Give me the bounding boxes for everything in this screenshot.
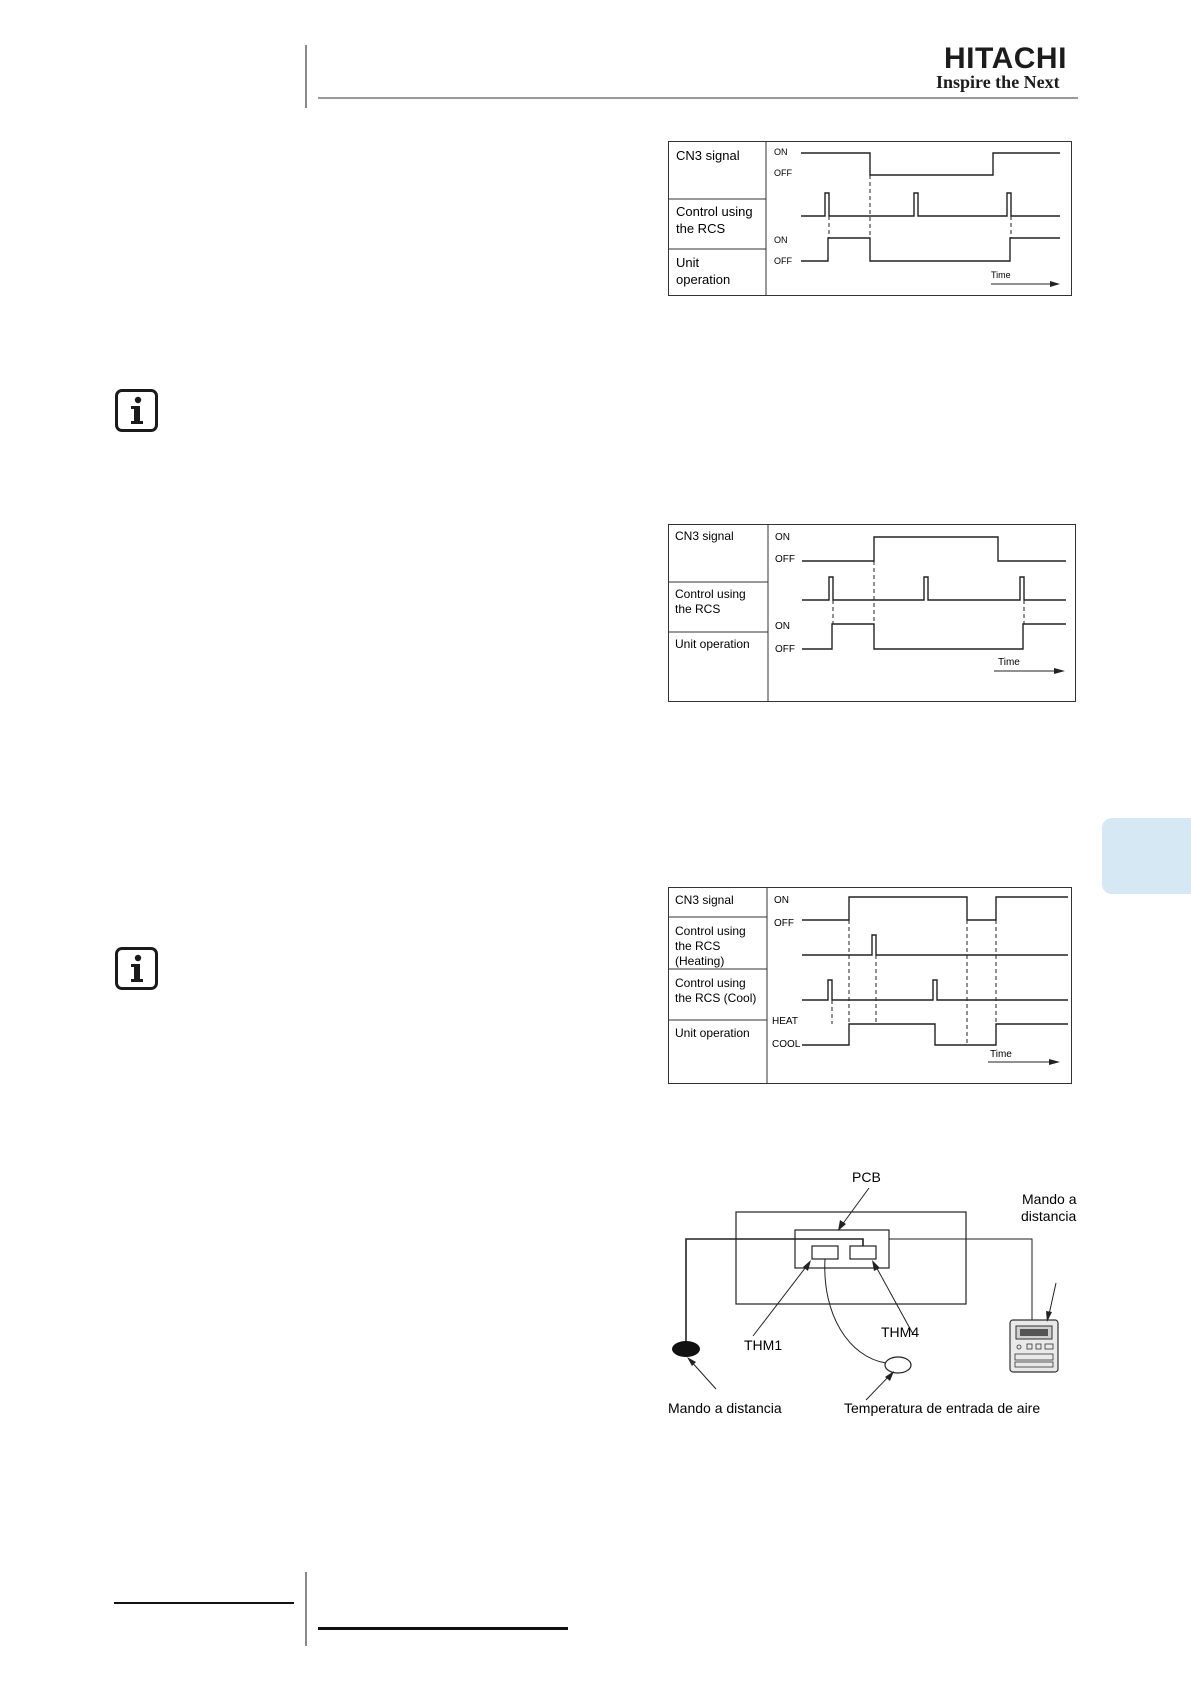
time-label: Time (998, 657, 1020, 668)
row-label-cool-2: the RCS (Cool) (675, 991, 756, 1005)
footer-rule-long (318, 1627, 568, 1630)
pcb-arrow-icon (838, 1220, 846, 1231)
thm4-label: THM4 (881, 1324, 919, 1340)
brand-tagline: Inspire the Next (936, 72, 1060, 92)
brand-logo: HITACHI (944, 42, 1067, 75)
time-label: Time (990, 1049, 1012, 1060)
time-arrow-icon (1050, 281, 1060, 287)
thm4-wire (685, 1238, 864, 1345)
sensor-wiring-diagram: PCB Mando a distancia (664, 1165, 1084, 1430)
level-heat: HEAT (772, 1016, 798, 1027)
thm1-connector (811, 1245, 839, 1260)
air-inlet-thermistor (884, 1356, 912, 1374)
level-off: OFF (775, 644, 795, 655)
unit-operation-trace (801, 237, 1060, 262)
thm1-label: THM1 (744, 1337, 782, 1353)
time-label: Time (991, 270, 1011, 280)
level-on: ON (774, 895, 789, 906)
row-label-heating-2: the RCS (675, 939, 720, 953)
thm1-arrow-icon (803, 1260, 811, 1271)
row-label-cool: Control using (675, 976, 746, 990)
header-horizontal-rule (318, 97, 1078, 99)
pcb-label: PCB (852, 1169, 881, 1185)
footer-vertical-rule (305, 1572, 307, 1646)
row-label-unit: Unit (676, 255, 700, 270)
remote-label-top-2: distancia (1021, 1208, 1076, 1224)
row-label-cn3: CN3 signal (675, 893, 734, 907)
rcs-control-trace (802, 576, 1066, 601)
row-label-control-2: the RCS (676, 221, 725, 236)
row-label-control-2: the RCS (675, 602, 720, 616)
rcs-heating-trace (802, 934, 1068, 956)
pcb-board (794, 1229, 890, 1269)
level-off: OFF (774, 168, 792, 178)
row-label-unit: Unit operation (675, 1026, 750, 1040)
timing-diagram-3: CN3 signal Control using the RCS (Heatin… (668, 887, 1074, 1092)
info-icon (115, 947, 158, 990)
row-label-cn3: CN3 signal (675, 529, 734, 543)
cn3-signal-trace (802, 896, 1068, 921)
footer-rule-short (114, 1602, 294, 1604)
remote-arrow-icon (1046, 1311, 1052, 1322)
thm4-arrow-icon (872, 1260, 880, 1271)
level-off: OFF (774, 918, 794, 929)
remote-thermistor (672, 1341, 700, 1357)
row-label-unit-2: operation (676, 272, 730, 287)
row-label-heating-3: (Heating) (675, 954, 724, 968)
air-inlet-label: Temperatura de entrada de aire (844, 1400, 1040, 1416)
remote-label-bottom: Mando a distancia (668, 1400, 782, 1416)
level-on: ON (775, 621, 790, 632)
info-icon (115, 389, 158, 432)
row-label-control: Control using (675, 587, 746, 601)
level-on: ON (775, 532, 790, 543)
level-on: ON (774, 147, 788, 157)
time-arrow-icon (1049, 1059, 1060, 1065)
header-vertical-rule (305, 45, 307, 108)
indoor-unit-box (735, 1211, 967, 1305)
unit-operation-trace (802, 623, 1066, 650)
remote-controller-icon (1009, 1319, 1059, 1373)
air-inlet-wire (824, 1258, 887, 1364)
timing-diagram-1: CN3 signal Control using the RCS Unit op… (668, 141, 1074, 304)
remote-sensor-arrow-icon (687, 1357, 696, 1366)
level-on: ON (774, 235, 788, 245)
row-label-heating: Control using (675, 924, 746, 938)
remote-wire (889, 1238, 1033, 1320)
rcs-cool-trace (802, 979, 1068, 1001)
level-off: OFF (775, 554, 795, 565)
row-label-cn3: CN3 signal (676, 148, 740, 163)
rcs-control-trace (801, 192, 1060, 217)
unit-operation-trace (802, 1023, 1068, 1046)
timing-diagram-2: CN3 signal Control using the RCS Unit op… (668, 524, 1078, 709)
remote-label-top: Mando a (1022, 1191, 1077, 1207)
level-cool: COOL (772, 1039, 801, 1050)
level-off: OFF (774, 256, 792, 266)
cn3-signal-trace (801, 152, 1060, 176)
time-arrow-icon (1054, 668, 1065, 674)
cn3-signal-trace (802, 536, 1066, 562)
row-label-unit: Unit operation (675, 637, 750, 651)
row-label-control: Control using (676, 204, 753, 219)
thm4-connector (849, 1245, 877, 1260)
chapter-side-tab (1102, 818, 1191, 894)
air-sensor-arrow-icon (885, 1371, 894, 1381)
